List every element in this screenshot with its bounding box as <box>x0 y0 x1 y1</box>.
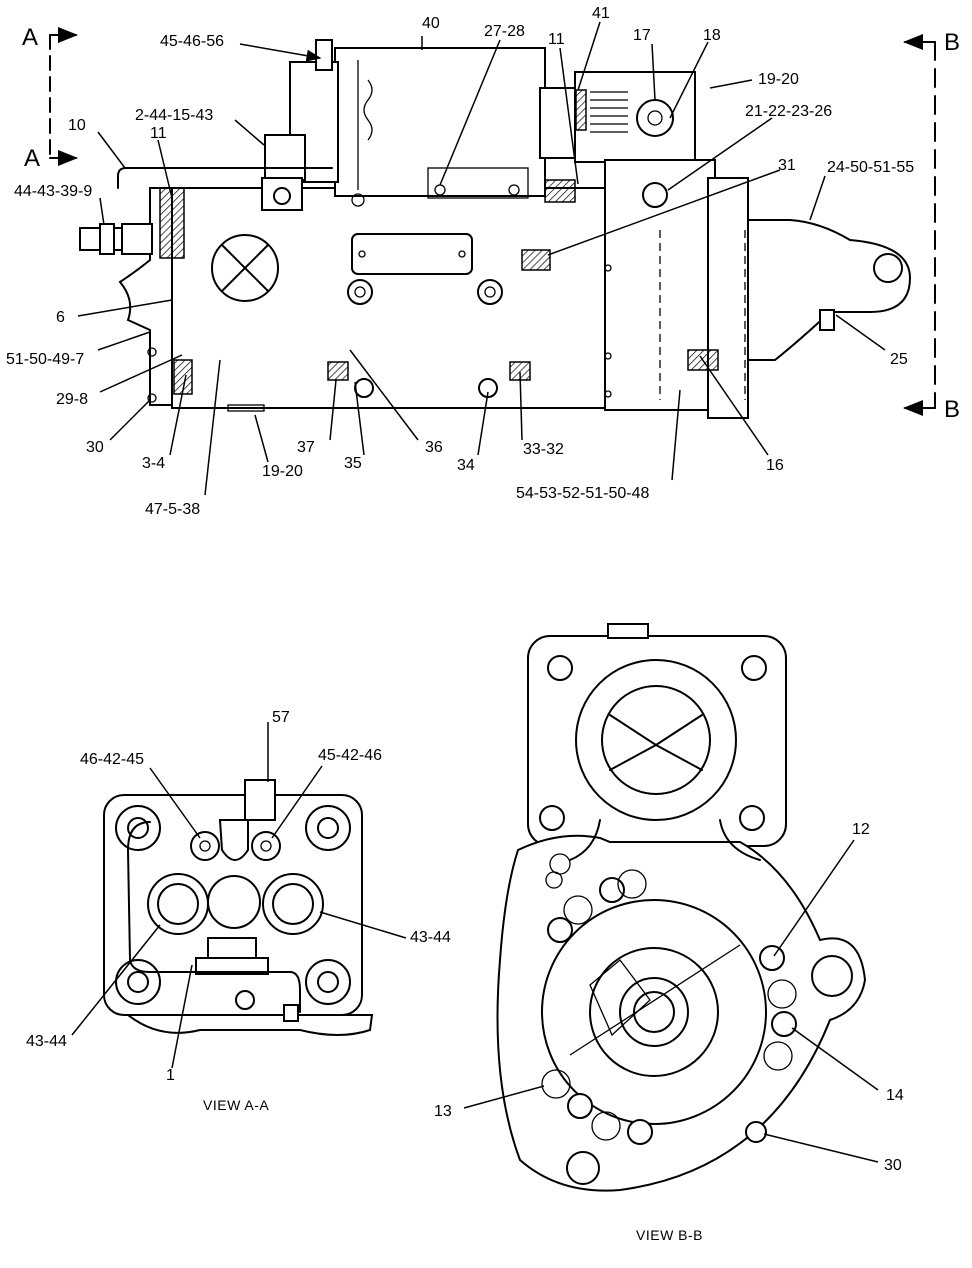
view-a-caption: VIEW A-A <box>203 1097 269 1113</box>
callout-11-left: 11 <box>150 125 167 142</box>
callout-43-44-left: 43-44 <box>26 1033 67 1050</box>
view-b-bolts <box>541 853 797 1145</box>
callout-21-22-23-26: 21-22-23-26 <box>745 103 832 120</box>
callout-6: 6 <box>56 309 65 326</box>
callout-41: 41 <box>592 5 610 22</box>
callout-16: 16 <box>766 457 784 474</box>
drive-nose <box>747 219 912 361</box>
section-b-top-letter: B <box>944 29 960 56</box>
callout-33-32: 33-32 <box>523 441 564 458</box>
callout-57: 57 <box>272 709 290 726</box>
view-b-callout-labels: 12 14 13 30 VIEW B-B <box>434 821 904 1243</box>
section-a-top-letter: A <box>22 24 38 51</box>
section-cut-left <box>159 187 185 259</box>
callout-35: 35 <box>344 455 362 472</box>
callout-11-top: 11 <box>548 31 565 48</box>
callout-12: 12 <box>852 821 870 838</box>
callout-46-42-45: 46-42-45 <box>80 751 144 768</box>
callout-19-20-bottom: 19-20 <box>262 463 303 480</box>
callout-34: 34 <box>457 457 475 474</box>
view-a-leader-lines <box>71 722 407 1069</box>
callout-43-44-right: 43-44 <box>410 929 451 946</box>
callout-2-44-15-43: 2-44-15-43 <box>135 107 213 124</box>
callout-45-42-46: 45-42-46 <box>318 747 382 764</box>
callout-37: 37 <box>297 439 315 456</box>
callout-13: 13 <box>434 1103 452 1120</box>
callout-24-50-51-55: 24-50-51-55 <box>827 159 914 176</box>
starter-side-view <box>79 39 912 419</box>
callout-31: 31 <box>778 157 796 174</box>
solenoid-body <box>334 47 546 197</box>
callout-19-20-top: 19-20 <box>758 71 799 88</box>
view-b-b <box>496 623 867 1192</box>
main-leader-lines <box>77 21 886 496</box>
section-a-bottom-letter: A <box>24 145 40 172</box>
callout-1: 1 <box>166 1067 175 1084</box>
callout-54-53-52-51-50-48: 54-53-52-51-50-48 <box>516 485 650 502</box>
callout-30-view-b: 30 <box>884 1157 902 1174</box>
callout-18: 18 <box>703 27 721 44</box>
callout-10: 10 <box>68 117 86 134</box>
callout-47-5-38: 47-5-38 <box>145 501 200 518</box>
callout-44-43-39-9: 44-43-39-9 <box>14 183 92 200</box>
view-a-corner-bolts <box>115 805 351 1005</box>
view-b-leader-lines <box>463 839 879 1163</box>
main-callout-labels: 45-46-56 40 27-28 11 41 17 18 19-20 21-2… <box>6 5 914 518</box>
callout-36: 36 <box>425 439 443 456</box>
section-marker-a: A A <box>22 24 78 172</box>
section-b-bottom-letter: B <box>944 396 960 423</box>
section-marker-b: B B <box>903 29 960 423</box>
callout-40: 40 <box>422 15 440 32</box>
callout-51-50-49-7: 51-50-49-7 <box>6 351 84 368</box>
callout-3-4: 3-4 <box>142 455 165 472</box>
callout-27-28: 27-28 <box>484 23 525 40</box>
callout-17: 17 <box>633 27 651 44</box>
view-a-a <box>103 779 374 1036</box>
callout-45-46-56: 45-46-56 <box>160 33 224 50</box>
callout-14: 14 <box>886 1087 904 1104</box>
view-b-caption: VIEW B-B <box>636 1227 703 1243</box>
nameplate <box>351 233 473 275</box>
callout-29-8: 29-8 <box>56 391 88 408</box>
callout-30: 30 <box>86 439 104 456</box>
callout-25: 25 <box>890 351 908 368</box>
view-a-callout-labels: 57 46-42-45 45-42-46 43-44 43-44 1 VIEW … <box>26 709 451 1113</box>
